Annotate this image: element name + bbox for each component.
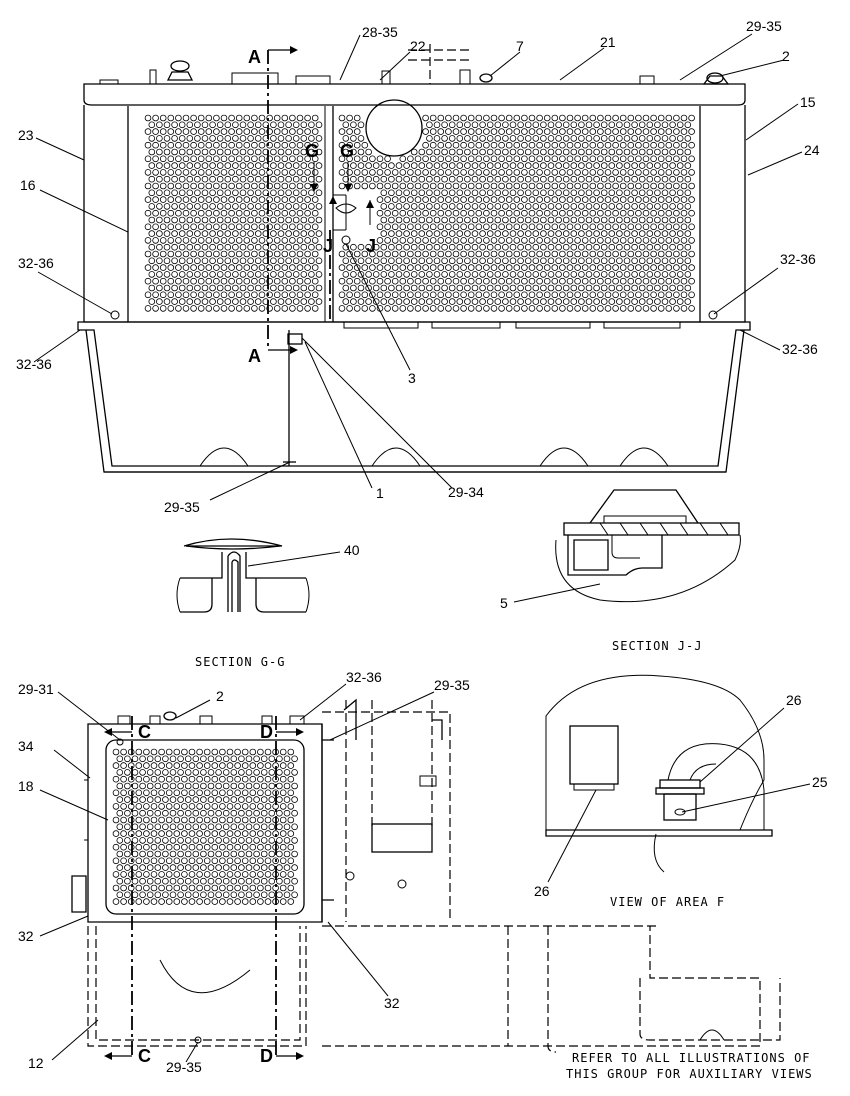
section-caption: SECTION G-G [195,655,285,669]
top-assembly-view: 28-35 22 7 21 29-35 2 15 24 23 16 32-36 … [16,18,820,515]
callout-label: 26 [534,883,550,899]
callout-label: 29-35 [164,499,200,515]
perforated-screen [144,114,695,312]
callout-label: 32-36 [18,255,54,271]
side-assembly-view: C C D D 29-31 2 32-36 29-35 34 18 32 32 … [18,669,781,1075]
callout-label: 32-36 [780,251,816,267]
callout-label: 21 [600,34,616,50]
callout-label: 28-35 [362,24,398,40]
callout-label: 12 [28,1055,44,1071]
callout-label: 29-35 [434,677,470,693]
callout-label: 32 [384,995,400,1011]
callout-label: 2 [782,48,790,64]
section-marker: A [248,47,261,67]
callout-label: 32-36 [346,669,382,685]
section-marker: D [260,1046,273,1066]
callout-label: 1 [376,485,384,501]
callout-label: 25 [812,774,828,790]
callout-label: 32-36 [16,356,52,372]
callout-label: 3 [408,370,416,386]
section-caption: SECTION J-J [612,639,702,653]
callout-label: 15 [800,94,816,110]
section-marker: G [305,141,319,161]
section-g-view: 40 SECTION G-G [176,538,360,669]
section-j-view: 5 SECTION J-J [500,489,741,653]
reference-note: THIS GROUP FOR AUXILIARY VIEWS [566,1067,813,1081]
callout-label: 32-36 [782,341,818,357]
callout-label: 16 [20,177,36,193]
section-marker: J [366,236,376,256]
perforated-screen [112,748,298,905]
callout-label: 32 [18,928,34,944]
callout-label: 29-35 [746,18,782,34]
section-caption: VIEW OF AREA F [610,895,725,909]
section-marker: D [260,722,273,742]
callout-label: 40 [344,542,360,558]
reference-note: REFER TO ALL ILLUSTRATIONS OF [572,1051,811,1065]
callout-label: 29-35 [166,1059,202,1075]
callout-label: 29-34 [448,484,484,500]
callout-label: 18 [18,778,34,794]
section-marker: C [138,722,151,742]
section-marker: C [138,1046,151,1066]
callout-label: 34 [18,738,34,754]
callout-label: 2 [216,688,224,704]
callout-label: 5 [500,595,508,611]
section-marker: G [340,141,354,161]
callout-label: 23 [18,127,34,143]
callout-label: 29-31 [18,681,54,697]
section-marker: J [323,236,333,256]
callout-label: 24 [804,142,820,158]
section-marker: A [248,346,261,366]
area-f-view: 26 25 26 VIEW OF AREA F [534,674,828,909]
callout-label: 22 [410,38,426,54]
callout-label: 7 [516,38,524,54]
callout-label: 26 [786,692,802,708]
